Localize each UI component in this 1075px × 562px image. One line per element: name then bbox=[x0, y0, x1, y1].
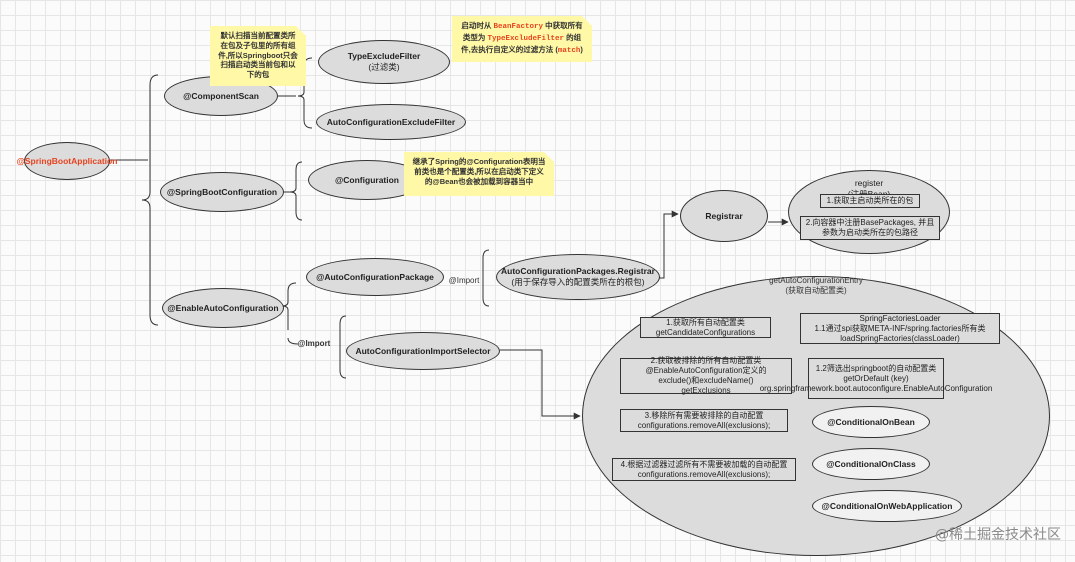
type-exclude-filter-label: TypeExcludeFilter bbox=[347, 51, 421, 62]
watermark-text: @稀土掘金技术社区 bbox=[935, 527, 1061, 543]
register-step-1: 1.获取主启动类所在的包 bbox=[820, 194, 920, 208]
conditional-on-web-application-node: @ConditionalOnWebApplication bbox=[812, 490, 962, 522]
packages-registrar-label: AutoConfigurationPackages.Registrar bbox=[501, 266, 655, 277]
filter-step-box: 1.2筛选出springboot的自动配置类 getOrDefault (key… bbox=[760, 358, 992, 399]
registrar-label: Registrar bbox=[705, 210, 743, 221]
cond-bean-label: @ConditionalOnBean bbox=[827, 416, 915, 427]
filter-note: 启动时从 BeanFactory 中获取所有类型为 TypeExcludeFil… bbox=[452, 16, 592, 62]
packages-registrar-sub: (用于保存导入的配置类所在的根包) bbox=[511, 277, 645, 287]
register-step-2-text: 2.向容器中注册BasePackages, 并且参数为启动类所在的包路径 bbox=[805, 218, 935, 237]
import-label-selector: @Import bbox=[296, 339, 332, 349]
spring-boot-configuration-node: @SpringBootConfiguration bbox=[160, 172, 284, 212]
register-step-2: 2.向容器中注册BasePackages, 并且参数为启动类所在的包路径 bbox=[800, 216, 940, 240]
component-scan-label: @ComponentScan bbox=[183, 90, 259, 101]
sb-configuration-label: @SpringBootConfiguration bbox=[166, 186, 278, 197]
step-2-text: 2.获取被排除的所有自动配置类 @EnableAutoConfiguration… bbox=[645, 356, 767, 395]
config-note-text: 继承了Spring的@Configuration表明当前类也是个配置类,所以在启… bbox=[412, 157, 546, 186]
spring-factories-loader-text: SpringFactoriesLoader 1.1通过spi获取META-INF… bbox=[814, 313, 986, 343]
filter-note-type-exclude: TypeExcludeFilter bbox=[487, 34, 564, 43]
packages-registrar-node: AutoConfigurationPackages.Registrar (用于保… bbox=[496, 254, 660, 300]
import-label-package-text: @Import bbox=[448, 276, 480, 285]
cond-class-label: @ConditionalOnClass bbox=[826, 458, 916, 469]
conditional-on-class-node: @ConditionalOnClass bbox=[812, 448, 930, 480]
filter-note-match: match bbox=[557, 46, 581, 55]
step-4-text: 4.根据过滤器过滤所有不需要被加载的自动配置 configurations.re… bbox=[620, 459, 788, 479]
scan-note-text: 默认扫描当前配置类所在包及子包里的所有组件,所以Springboot只会扫描启动… bbox=[218, 31, 298, 79]
step-2-box: 2.获取被排除的所有自动配置类 @EnableAutoConfiguration… bbox=[620, 356, 792, 395]
auto-config-package-label: @AutoConfigurationPackage bbox=[316, 271, 434, 282]
spring-factories-loader-box: SpringFactoriesLoader 1.1通过spi获取META-INF… bbox=[800, 313, 1000, 344]
import-label-package: @Import bbox=[446, 276, 482, 286]
filter-note-text-1: 启动时从 bbox=[461, 21, 494, 30]
registrar-node: Registrar bbox=[680, 190, 768, 242]
import-selector-label: AutoConfigurationImportSelector bbox=[355, 345, 491, 356]
entry-title-text: getAutoConfigurationEntry bbox=[769, 276, 863, 285]
auto-config-exclude-filter-node: AutoConfigurationExcludeFilter bbox=[316, 104, 466, 140]
type-exclude-filter-node: TypeExcludeFilter (过滤类) bbox=[318, 40, 450, 84]
config-note: 继承了Spring的@Configuration表明当前类也是个配置类,所以在启… bbox=[404, 152, 554, 196]
step-4-box: 4.根据过滤器过滤所有不需要被加载的自动配置 configurations.re… bbox=[612, 458, 796, 481]
step-3-text: 3.移除所有需要被排除的自动配置 configurations.removeAl… bbox=[637, 410, 771, 430]
watermark: @稀土掘金技术社区 bbox=[935, 524, 1061, 544]
scan-note: 默认扫描当前配置类所在包及子包里的所有组件,所以Springboot只会扫描启动… bbox=[210, 26, 306, 86]
filter-note-bean-factory: BeanFactory bbox=[493, 23, 543, 31]
import-selector-node: AutoConfigurationImportSelector bbox=[346, 332, 500, 370]
root-label: @SpringBootApplication bbox=[16, 155, 118, 166]
entry-title: getAutoConfigurationEntry (获取自动配置类) bbox=[716, 276, 916, 296]
filter-step-text: 1.2筛选出springboot的自动配置类 getOrDefault (key… bbox=[759, 363, 993, 393]
step-3-box: 3.移除所有需要被排除的自动配置 configurations.removeAl… bbox=[620, 409, 788, 432]
import-label-selector-text: @Import bbox=[297, 339, 331, 348]
enable-auto-config-label: @EnableAutoConfiguration bbox=[167, 302, 279, 313]
step-1-box: 1.获取所有自动配置类 getCandidateConfigurations bbox=[640, 317, 771, 338]
configuration-label: @Configuration bbox=[335, 174, 399, 185]
filter-note-text-3: 的组件,去执行自定义的过滤方法 ( bbox=[461, 32, 582, 54]
register-title: register bbox=[854, 178, 884, 188]
auto-config-exclude-filter-label: AutoConfigurationExcludeFilter bbox=[326, 116, 456, 127]
entry-sub-text: (获取自动配置类) bbox=[785, 286, 847, 295]
register-sub: (注册Bean) bbox=[848, 189, 891, 200]
register-step-1-text: 1.获取主启动类所在的包 bbox=[826, 196, 914, 205]
spring-boot-application-node: @SpringBootApplication bbox=[17, 142, 117, 180]
enable-auto-configuration-node: @EnableAutoConfiguration bbox=[162, 288, 284, 328]
type-exclude-filter-sub: (过滤类) bbox=[368, 62, 400, 72]
filter-note-text-2: 中获取所有类型为 bbox=[462, 21, 583, 42]
auto-configuration-package-node: @AutoConfigurationPackage bbox=[306, 258, 444, 296]
conditional-on-bean-node: @ConditionalOnBean bbox=[812, 406, 930, 438]
register-node: register (注册Bean) bbox=[788, 170, 950, 254]
filter-note-text-4: ) bbox=[580, 44, 583, 54]
step-1-text: 1.获取所有自动配置类 getCandidateConfigurations bbox=[655, 317, 756, 337]
cond-web-label: @ConditionalOnWebApplication bbox=[821, 500, 953, 511]
